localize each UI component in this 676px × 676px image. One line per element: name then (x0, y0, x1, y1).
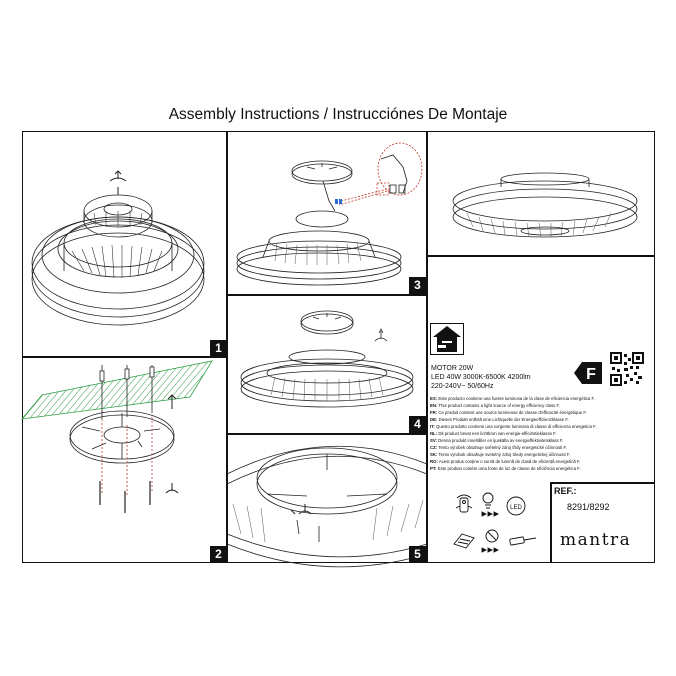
step-number-5: 5 (409, 546, 426, 563)
svg-text:LED: LED (510, 505, 522, 511)
motor-spec: MOTOR 20W (431, 365, 474, 372)
wiring-illustration (236, 142, 423, 286)
divider (226, 433, 427, 435)
house-mounting-icon (430, 323, 464, 355)
energy-label-icon: F (574, 362, 602, 384)
divider (426, 255, 655, 257)
legal-line: CZ: Tento výrobek obsahuje světelný zdro… (430, 445, 567, 451)
led-spec: LED 40W 3000K-6500K 4200lm (431, 374, 531, 381)
cover-illustration (240, 310, 414, 408)
divider (426, 131, 428, 563)
divider (226, 294, 427, 296)
legal-line: SK: Tento výrobok obsahuje svetelný zdro… (430, 452, 571, 458)
energy-legal-notice: ES: Este producto contiene una fuente lu… (430, 395, 656, 473)
legal-line: SV: Denna produkt innehåller en ljuskäll… (430, 438, 564, 444)
legal-line: IT: Questo prodotto contiene una sorgent… (430, 424, 597, 430)
legal-line: PT: Este produto contém uma fonte de luz… (430, 466, 581, 472)
instruction-sheet (22, 131, 655, 563)
energy-class: F (586, 366, 596, 383)
divider (550, 482, 655, 484)
legal-line: FR: Ce produit contient une source lumin… (430, 410, 587, 416)
cover-screws-illustration (226, 445, 428, 568)
reference-value: 8291/8292 (567, 502, 610, 512)
brand-logo: mantra (560, 530, 632, 550)
legal-line: NL: Dit product bevat een lichtbron van … (430, 431, 557, 437)
step-number-2: 2 (210, 546, 227, 563)
qr-code-icon (610, 352, 644, 386)
step-number-4: 4 (409, 416, 426, 433)
product-illustration (452, 172, 638, 238)
led-icon: LED (481, 492, 526, 517)
step-number-3: 3 (409, 277, 426, 294)
legal-line: ES: Este producto contiene una fuente lu… (430, 396, 595, 401)
screwdriver-icon (509, 536, 537, 546)
ceiling-mount-illustration (21, 360, 213, 513)
cloth-icon (453, 533, 475, 549)
voltage-spec: 220-240V~ 50/60Hz (431, 383, 494, 390)
document-title: Assembly Instructions / Instrucciónes De… (168, 106, 508, 123)
no-water-icon (481, 529, 500, 553)
reference-label: REF.: (554, 486, 577, 496)
legal-line: EN: This product contains a light source… (430, 403, 560, 409)
remote-icon (455, 494, 473, 513)
divider (22, 356, 227, 358)
fan-assembled-illustration (31, 170, 205, 326)
legal-line: DE: Dieses Produkt enthält eine Lichtque… (430, 417, 569, 423)
divider (550, 482, 552, 563)
step-number-1: 1 (210, 340, 227, 357)
legal-line: RO: Acest produs conține o sursă de lumi… (430, 459, 581, 465)
